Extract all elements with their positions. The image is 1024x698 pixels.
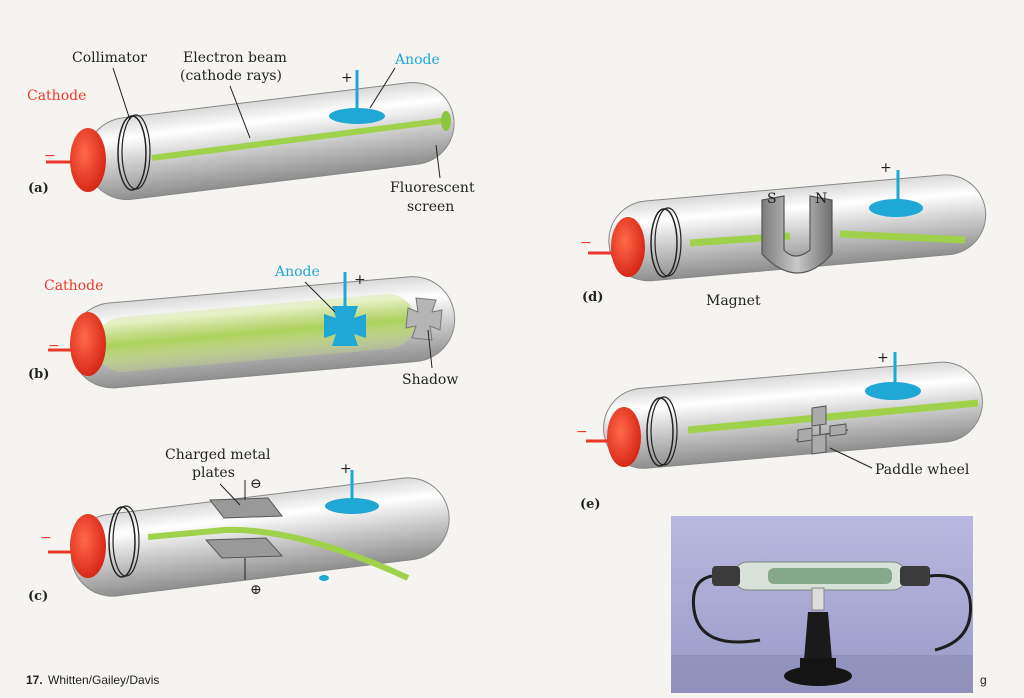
cathode-minus-a: − — [44, 148, 56, 164]
cathode-minus-d: − — [580, 235, 592, 251]
panel-d-label: (d) — [582, 290, 603, 305]
footer-authors: Whitten/Gailey/Davis — [48, 673, 159, 687]
shadow-shape — [405, 297, 443, 341]
corner-letter: g — [980, 673, 987, 687]
anode-label-b: Anode — [274, 264, 320, 280]
cathode-minus-b: − — [48, 338, 60, 354]
cross-anode — [324, 306, 366, 346]
negative-plate — [209, 497, 283, 519]
anode-plate — [329, 108, 385, 124]
electron-beam — [687, 399, 979, 434]
beam-after-magnet — [839, 230, 966, 244]
tube-b — [48, 272, 456, 389]
anode-plus-a: + — [341, 70, 353, 86]
magnet-label: Magnet — [706, 293, 761, 309]
collimator-label: Collimator — [72, 50, 147, 66]
anode-plate — [865, 382, 921, 400]
anode-plate — [869, 199, 923, 217]
tube-e — [586, 352, 983, 469]
charged-plates-label-2: plates — [192, 465, 235, 481]
glass-tube — [603, 361, 983, 469]
charged-plates-label: Charged metal — [165, 447, 271, 463]
electron-beam — [151, 117, 449, 161]
deflected-beam — [147, 526, 410, 581]
anode-label-a: Anode — [394, 52, 440, 68]
cathode-disc — [70, 312, 106, 376]
cathode-label-b: Cathode — [44, 278, 103, 294]
paddle-wheel-label: Paddle wheel — [875, 462, 970, 478]
panel-c-label: (c) — [28, 589, 48, 604]
cathode-minus-c: − — [40, 530, 52, 546]
cathode-label-a: Cathode — [27, 88, 86, 104]
paddle-wheel — [795, 405, 849, 455]
anode-plus-b: + — [354, 272, 366, 288]
shadow-label: Shadow — [402, 372, 458, 388]
cathode-disc — [70, 128, 106, 192]
fluorescent-spot — [441, 111, 451, 131]
anode-plate — [325, 498, 379, 514]
cathode-disc — [70, 514, 106, 578]
positive-plate — [204, 537, 284, 559]
electron-beam-label: Electron beam — [183, 50, 287, 66]
positive-plate-sign: ⊕ — [250, 582, 262, 598]
cathode-tube-photo — [671, 516, 973, 693]
fluorescent-label: Fluorescent — [390, 180, 475, 196]
horseshoe-magnet — [761, 195, 833, 274]
tube-d — [588, 170, 987, 282]
page-number: 17. — [26, 673, 43, 687]
tube-a — [46, 70, 455, 201]
anode-plus-e: + — [877, 350, 889, 366]
magnet-s-label: S — [767, 191, 777, 207]
cathode-minus-e: − — [576, 424, 588, 440]
cathode-disc — [607, 407, 641, 467]
anode-plus-d: + — [880, 160, 892, 176]
panel-a-label: (a) — [28, 181, 49, 196]
tube-c — [48, 470, 450, 597]
electron-beam-label-2: (cathode rays) — [180, 68, 282, 84]
panel-e-label: (e) — [580, 497, 601, 512]
negative-plate-sign: ⊖ — [250, 476, 262, 492]
magnet-n-label: N — [815, 191, 827, 207]
panel-b-label: (b) — [28, 367, 49, 382]
fluorescent-label-2: screen — [407, 199, 454, 215]
cathode-disc — [611, 217, 645, 277]
anode-plus-c: + — [340, 461, 352, 477]
